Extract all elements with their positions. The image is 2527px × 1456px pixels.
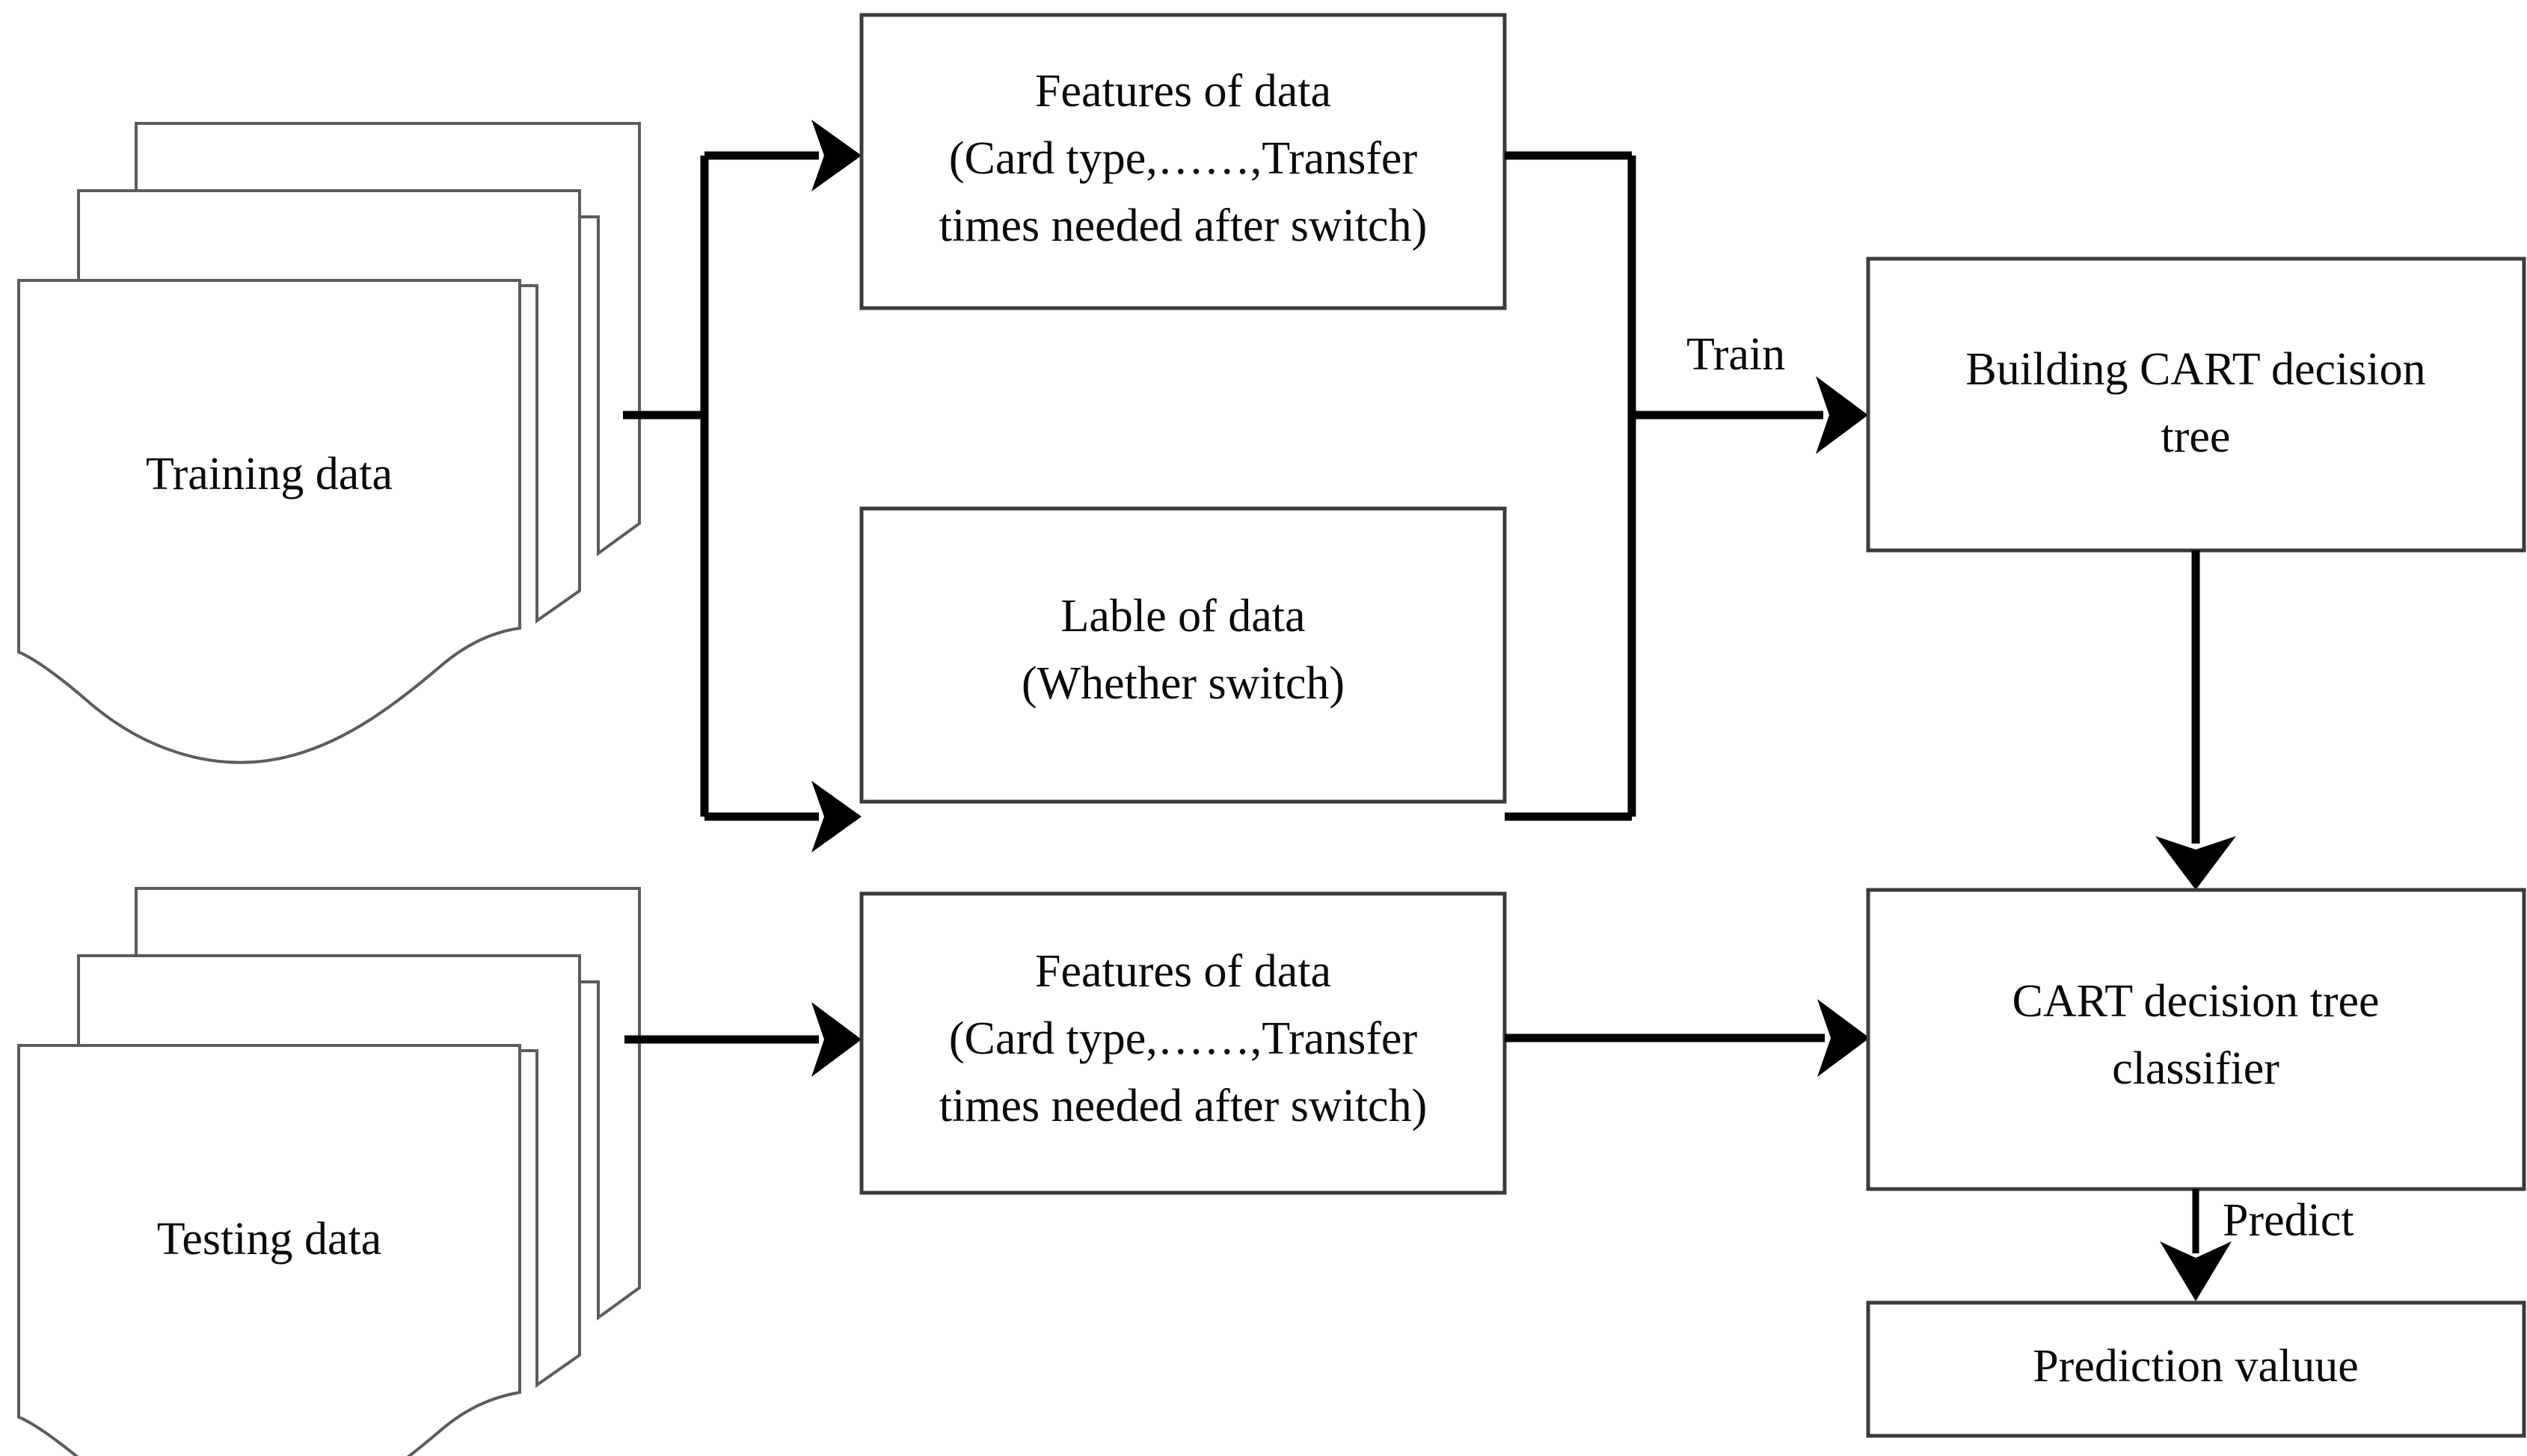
merge-arrowhead — [1816, 376, 1868, 454]
node-training-data[interactable]: Training data — [17, 122, 641, 764]
training-data-label: Training data — [146, 449, 393, 500]
split-upper-arrowhead — [811, 120, 862, 191]
train-features-line3: times needed after switch) — [939, 200, 1427, 251]
building-tree-line1: Building CART decision — [1965, 344, 2425, 395]
prediction-line1: Prediction valuue — [2033, 1341, 2359, 1392]
node-train-features[interactable]: Features of data (Card type,……,Transfer … — [859, 13, 1507, 310]
predict-arrowhead — [2160, 1241, 2232, 1301]
node-testing-data[interactable]: Testing data — [17, 887, 641, 1456]
test-features-arrowhead — [811, 1002, 862, 1077]
building-tree-line2: tree — [2161, 411, 2231, 462]
building-tree-box — [1866, 257, 2526, 553]
node-prediction[interactable]: Prediction valuue — [1866, 1300, 2526, 1438]
edge-label-predict: Predict — [2223, 1195, 2354, 1246]
train-label-line1: Lable of data — [1060, 591, 1305, 642]
edge-train-merge: Train — [1505, 151, 1868, 821]
edge-training-split — [623, 120, 862, 853]
classifier-line1: CART decision tree — [2012, 976, 2379, 1027]
classifier-line2: classifier — [2112, 1043, 2279, 1094]
test-features-line3: times needed after switch) — [939, 1081, 1427, 1131]
train-features-line2: (Card type,……,Transfer — [949, 133, 1418, 184]
node-test-features[interactable]: Features of data (Card type,……,Transfer … — [859, 891, 1507, 1195]
edge-tree-to-classifier — [2155, 550, 2236, 890]
node-train-label[interactable]: Lable of data (Whether switch) — [859, 506, 1507, 804]
edge-label-train: Train — [1686, 329, 1785, 380]
features-classifier-arrowhead — [1817, 999, 1870, 1077]
edge-classifier-to-prediction: Predict — [2160, 1189, 2354, 1301]
train-label-line2: (Whether switch) — [1022, 658, 1345, 709]
prediction-box — [1866, 1300, 2526, 1438]
classifier-box — [1866, 888, 2526, 1191]
test-features-line1: Features of data — [1035, 946, 1331, 997]
node-building-tree[interactable]: Building CART decision tree — [1866, 257, 2526, 553]
edge-features-to-classifier — [1505, 999, 1870, 1077]
train-features-box — [859, 13, 1507, 310]
train-features-line1: Features of data — [1035, 66, 1331, 117]
node-classifier[interactable]: CART decision tree classifier — [1866, 888, 2526, 1191]
test-features-line2: (Card type,……,Transfer — [949, 1013, 1418, 1064]
testing-data-label: Testing data — [157, 1214, 381, 1265]
test-features-box — [859, 891, 1507, 1195]
train-label-box — [859, 506, 1507, 804]
training-data-sheet-front — [17, 279, 521, 764]
testing-data-sheet-front — [17, 1044, 521, 1456]
edge-test-to-features — [624, 1002, 862, 1077]
tree-classifier-arrowhead — [2155, 836, 2236, 890]
split-lower-arrowhead — [811, 781, 862, 853]
